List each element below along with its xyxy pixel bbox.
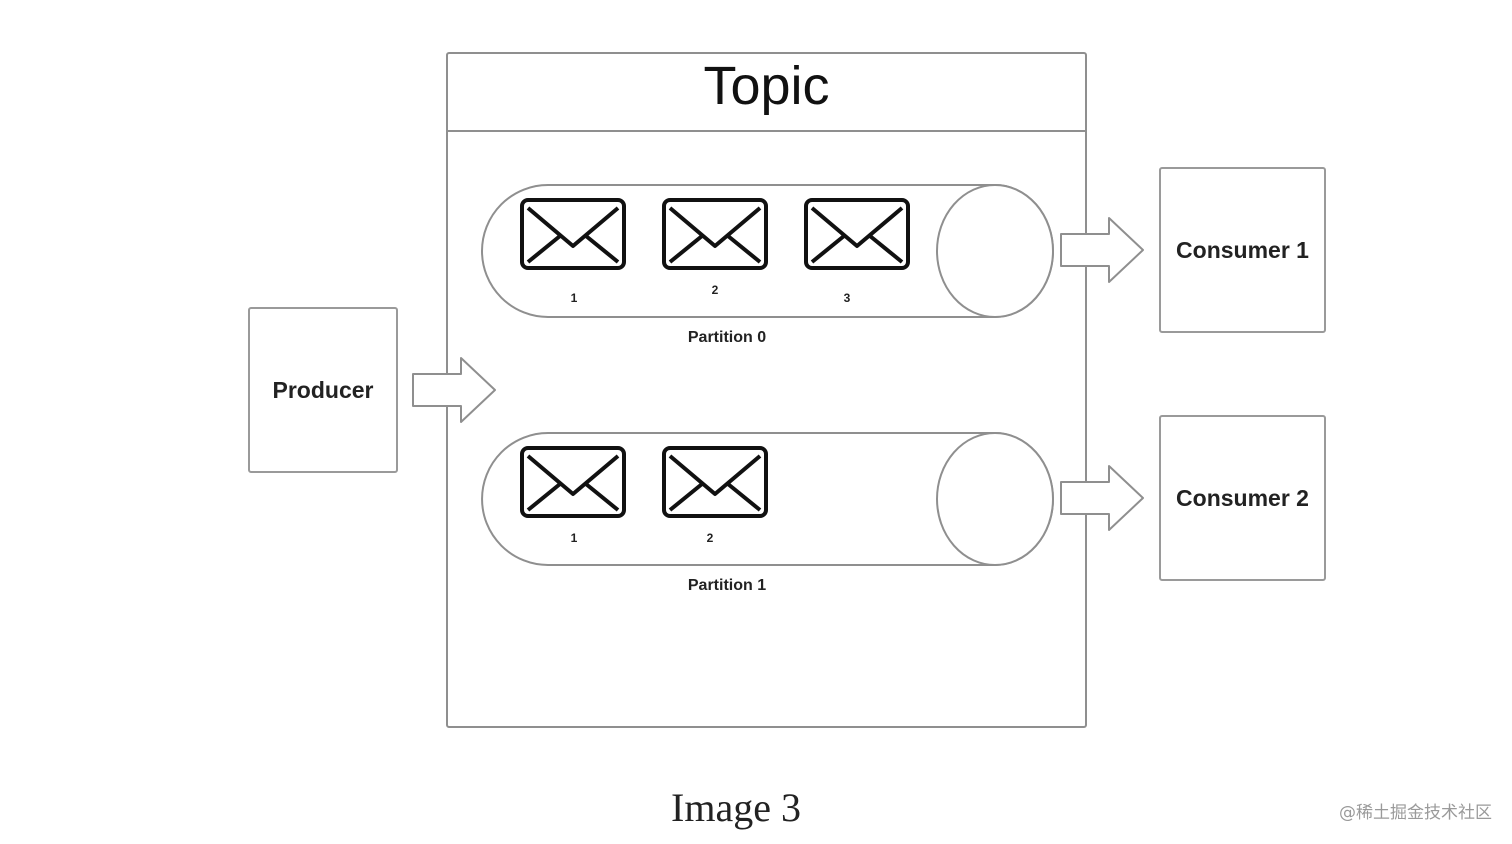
- consumer-2-box: Consumer 2: [1159, 415, 1326, 581]
- partition-1-label: Partition 1: [687, 577, 767, 594]
- consumer-1-box: Consumer 1: [1159, 167, 1326, 333]
- topic-box: [446, 52, 1087, 728]
- partition-0-label: Partition 0: [687, 329, 767, 346]
- producer-label: Producer: [272, 376, 374, 403]
- consumer-2-label: Consumer 2: [1176, 484, 1309, 511]
- consumer-1-label: Consumer 1: [1176, 236, 1309, 263]
- image-caption: Image 3: [671, 785, 801, 830]
- watermark: @稀土掘金技术社区: [1339, 803, 1492, 823]
- message-number: 2: [711, 283, 719, 297]
- message-number: 3: [843, 291, 851, 305]
- topic-header: [446, 52, 1087, 132]
- message-number: 1: [570, 291, 578, 305]
- message-number: 1: [570, 531, 578, 545]
- topic-title: Topic: [703, 56, 830, 116]
- message-number: 2: [706, 531, 714, 545]
- producer-box: Producer: [248, 307, 398, 473]
